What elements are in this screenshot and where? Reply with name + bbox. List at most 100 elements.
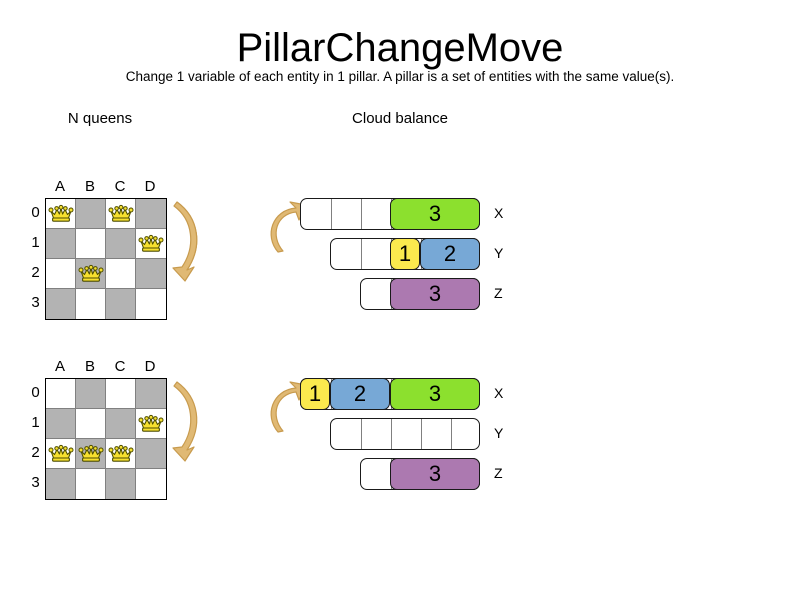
- board-column-label-d: D: [144, 358, 156, 375]
- board-cell-A3[interactable]: [46, 289, 76, 319]
- board-gridline-horizontal: [136, 258, 166, 259]
- board-row-label-0: 0: [31, 204, 40, 221]
- board-gridline-vertical: [135, 289, 136, 319]
- board-row-label-1: 1: [31, 414, 40, 431]
- cloud-capacity-bar[interactable]: [330, 418, 480, 450]
- board-row-label-1: 1: [31, 234, 40, 251]
- cloud-process-segment[interactable]: 1: [300, 378, 330, 410]
- queen-icon[interactable]: [78, 444, 104, 464]
- board-cell-B0[interactable]: [76, 199, 106, 229]
- board-row-label-3: 3: [31, 474, 40, 491]
- cloud-process-segment[interactable]: 3: [390, 378, 480, 410]
- queen-icon[interactable]: [138, 414, 164, 434]
- chess-board[interactable]: [45, 378, 167, 500]
- queen-icon[interactable]: [108, 204, 134, 224]
- board-cell-B1[interactable]: [76, 409, 106, 439]
- board-row-label-2: 2: [31, 264, 40, 281]
- board-gridline-vertical: [135, 229, 136, 259]
- cloud-process-segment[interactable]: 3: [390, 198, 480, 230]
- board-cell-D3[interactable]: [136, 469, 166, 499]
- board-column-label-b: B: [84, 358, 95, 375]
- board-gridline-horizontal: [136, 468, 166, 469]
- board-row-label-0: 0: [31, 384, 40, 401]
- cloud-process-segment[interactable]: 1: [390, 238, 420, 270]
- cloud-process-segment[interactable]: 2: [420, 238, 480, 270]
- board-cell-C1[interactable]: [106, 409, 136, 439]
- board-cell-D0[interactable]: [136, 379, 166, 409]
- board-gridline-horizontal: [136, 228, 166, 229]
- queen-icon[interactable]: [138, 234, 164, 254]
- board-cell-D2[interactable]: [136, 259, 166, 289]
- board-cell-A2[interactable]: [46, 259, 76, 289]
- board-cell-A3[interactable]: [46, 469, 76, 499]
- board-cell-A1[interactable]: [46, 409, 76, 439]
- cloud-bar-tick: [361, 199, 362, 229]
- board-gridline-vertical: [135, 259, 136, 289]
- board-cell-C0[interactable]: [106, 379, 136, 409]
- cloud-computer-label-x: X: [494, 205, 504, 221]
- cloud-computer-label-z: Z: [494, 285, 503, 301]
- queen-icon[interactable]: [48, 204, 74, 224]
- board-gridline-vertical: [135, 469, 136, 499]
- board-gridline-horizontal: [76, 228, 106, 229]
- board-gridline-vertical: [105, 229, 106, 259]
- board-cell-B1[interactable]: [76, 229, 106, 259]
- board-gridline-vertical: [135, 409, 136, 439]
- board-gridline-horizontal: [106, 228, 136, 229]
- cloud-bar-tick: [421, 419, 422, 449]
- board-cell-A1[interactable]: [46, 229, 76, 259]
- board-gridline-vertical: [75, 439, 76, 469]
- cloud-computer-label-y: Y: [494, 425, 504, 441]
- board-cell-B3[interactable]: [76, 289, 106, 319]
- board-gridline-horizontal: [136, 408, 166, 409]
- queen-icon[interactable]: [108, 444, 134, 464]
- board-cell-B0[interactable]: [76, 379, 106, 409]
- board-gridline-horizontal: [46, 258, 76, 259]
- board-gridline-vertical: [105, 409, 106, 439]
- board-gridline-horizontal: [46, 288, 76, 289]
- board-gridline-horizontal: [46, 228, 76, 229]
- board-cell-C3[interactable]: [106, 289, 136, 319]
- board-gridline-vertical: [75, 379, 76, 409]
- board-cell-D2[interactable]: [136, 439, 166, 469]
- board-gridline-horizontal: [76, 288, 106, 289]
- transition-arrow-icon: [163, 372, 209, 468]
- board-column-label-a: A: [54, 178, 65, 195]
- board-cell-C2[interactable]: [106, 259, 136, 289]
- queen-icon[interactable]: [48, 444, 74, 464]
- board-cell-C1[interactable]: [106, 229, 136, 259]
- cloud-computer-row-y: Y: [330, 418, 540, 450]
- board-cell-D3[interactable]: [136, 289, 166, 319]
- board-gridline-horizontal: [106, 468, 136, 469]
- board-gridline-horizontal: [136, 288, 166, 289]
- board-gridline-vertical: [75, 199, 76, 229]
- board-gridline-vertical: [135, 439, 136, 469]
- board-row-label-3: 3: [31, 294, 40, 311]
- board-gridline-horizontal: [46, 468, 76, 469]
- cloud-bar-tick: [391, 419, 392, 449]
- board-gridline-horizontal: [106, 258, 136, 259]
- board-cell-D0[interactable]: [136, 199, 166, 229]
- cloud-process-segment[interactable]: 3: [390, 278, 480, 310]
- section-heading-cloud: Cloud balance: [352, 110, 448, 127]
- board-cell-C3[interactable]: [106, 469, 136, 499]
- chess-board[interactable]: [45, 198, 167, 320]
- cloud-process-segment[interactable]: 2: [330, 378, 390, 410]
- board-gridline-horizontal: [76, 408, 106, 409]
- cloud-computer-label-z: Z: [494, 465, 503, 481]
- board-gridline-horizontal: [46, 438, 76, 439]
- board-gridline-horizontal: [76, 438, 106, 439]
- cloud-process-segment[interactable]: 3: [390, 458, 480, 490]
- board-cell-B3[interactable]: [76, 469, 106, 499]
- board-gridline-vertical: [105, 289, 106, 319]
- cloud-computer-label-x: X: [494, 385, 504, 401]
- board-cell-A0[interactable]: [46, 379, 76, 409]
- board-gridline-vertical: [105, 199, 106, 229]
- board-gridline-vertical: [105, 439, 106, 469]
- queen-icon[interactable]: [78, 264, 104, 284]
